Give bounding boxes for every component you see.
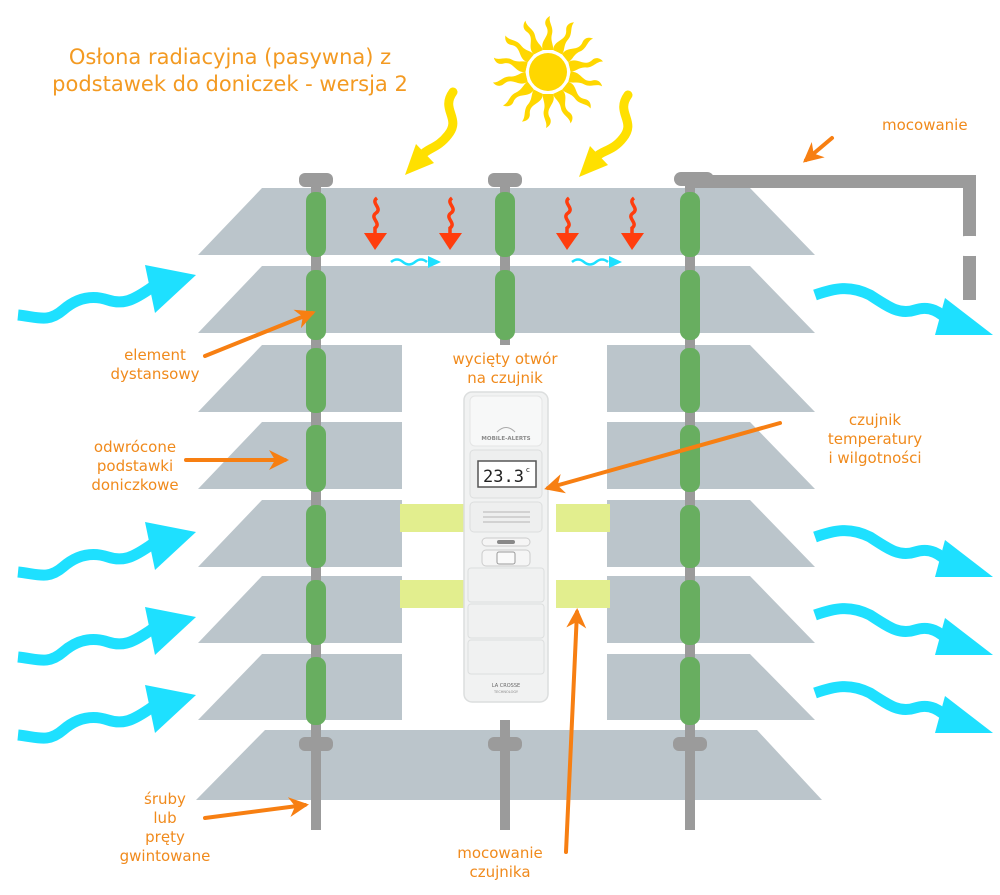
saucer-plate-right <box>607 422 815 489</box>
wind-arrow-icon <box>813 525 993 577</box>
airflow-arrow-icon <box>571 256 622 268</box>
sun-ray <box>505 35 534 63</box>
saucer-plate-right <box>607 500 815 567</box>
sun-icon <box>492 16 604 128</box>
sun-ray <box>542 94 554 128</box>
sensor-device: MOBILE-ALERTS 23.3 c LA CROSSE TECHNOLOG… <box>463 391 549 703</box>
spacer-element <box>306 192 326 257</box>
sensor-mount <box>400 580 464 608</box>
heat-arrows <box>364 196 644 250</box>
saucer-plate-left <box>198 422 402 489</box>
wind-arrow-icon <box>17 265 196 324</box>
sunlight-arrow-icon <box>405 87 458 175</box>
sun-ray <box>562 37 594 63</box>
saucer-plate-left <box>198 654 402 720</box>
saucer-plate-right <box>607 576 815 643</box>
label-spacer: element dystansowy <box>110 346 200 383</box>
sun-ray <box>542 16 554 50</box>
sunlight-arrow-icon <box>579 90 633 177</box>
spacer-element <box>495 192 515 257</box>
svg-text:c: c <box>526 466 530 474</box>
spacer-element <box>306 657 326 725</box>
spacer-element <box>495 270 515 340</box>
label-inverted-saucers: odwrócone podstawki doniczkowe <box>91 438 179 494</box>
sun-ray <box>553 22 575 55</box>
saucer-plate-left <box>198 576 402 643</box>
rod-cap <box>299 173 333 187</box>
heat-arrow-icon <box>364 196 387 250</box>
plates-group <box>196 188 822 800</box>
rod-nut <box>488 737 522 751</box>
spacer-element <box>680 192 700 257</box>
pointer-arrow-icon <box>802 136 834 163</box>
label-sensor-mounting: mocowanie czujnika <box>457 844 543 881</box>
spacer-element <box>306 505 326 568</box>
sun-ray <box>553 89 573 124</box>
svg-text:TECHNOLOGY: TECHNOLOGY <box>493 690 519 694</box>
spacer-element <box>680 270 700 340</box>
brand-logo-bottom: LA CROSSE <box>492 683 520 689</box>
pointer-arrows <box>184 136 834 854</box>
wind-arrow-icon <box>17 607 196 666</box>
sun-ray <box>562 81 591 109</box>
sun-ray <box>521 89 543 122</box>
spacer-element <box>680 580 700 645</box>
label-sensor-hole: wycięty otwór na czujnik <box>452 350 558 387</box>
spacer-element <box>306 580 326 645</box>
label-sensor: czujnik temperatury i wilgotności <box>827 411 923 467</box>
sensor-mount <box>556 504 610 532</box>
rod-nut <box>673 737 707 751</box>
sun-ray <box>502 81 534 107</box>
pointer-arrow-icon <box>203 309 316 358</box>
sun-ray <box>493 57 528 72</box>
spacer-element <box>680 425 700 492</box>
spacer-element <box>680 505 700 568</box>
rod-cap <box>488 173 522 187</box>
sensor-mount <box>400 504 464 532</box>
diagram-title: Osłona radiacyjna (pasywna) z podstawek … <box>30 44 430 98</box>
title-line: podstawek do doniczek - wersja 2 <box>52 72 408 96</box>
spacer-element <box>306 348 326 413</box>
label-bolts: śruby lub pręty gwintowane <box>119 790 211 865</box>
spacer-element <box>306 425 326 492</box>
sun-ray <box>523 20 543 55</box>
sun-ray <box>568 72 603 87</box>
sensor-mount <box>556 580 610 608</box>
wind-arrow-icon <box>17 685 196 744</box>
spacer-element <box>680 657 700 725</box>
airflow-arrow-icon <box>390 256 441 268</box>
wind-arrow-icon <box>813 283 993 335</box>
heat-arrow-icon <box>439 196 462 250</box>
sensor-mounts <box>400 504 610 608</box>
pointer-arrow-icon <box>544 421 782 494</box>
brand-logo-top: MOBILE-ALERTS <box>481 436 530 442</box>
wind-arrows <box>17 265 993 744</box>
temperature-display: 23.3 <box>483 467 524 487</box>
wind-arrow-icon <box>813 603 993 655</box>
title-line: Osłona radiacyjna (pasywna) z <box>68 45 392 69</box>
wind-arrow-icon <box>17 522 196 581</box>
heat-arrow-icon <box>556 196 579 250</box>
spacer-element <box>306 270 326 340</box>
saucer-plate-right <box>607 345 815 412</box>
mounting-bracket <box>674 172 985 300</box>
wind-arrow-icon <box>813 681 993 733</box>
rod-nut <box>299 737 333 751</box>
pointer-arrow-icon <box>564 608 587 854</box>
sun-ray <box>492 72 528 86</box>
sun-ray <box>568 58 604 72</box>
saucer-plate-left <box>198 500 402 567</box>
label-mounting: mocowanie <box>882 116 968 134</box>
heat-arrow-icon <box>621 196 644 250</box>
pointer-arrow-icon <box>203 797 309 820</box>
saucer-plate-right <box>607 654 815 720</box>
saucer-plate-left <box>198 345 402 412</box>
spacer-element <box>680 348 700 413</box>
